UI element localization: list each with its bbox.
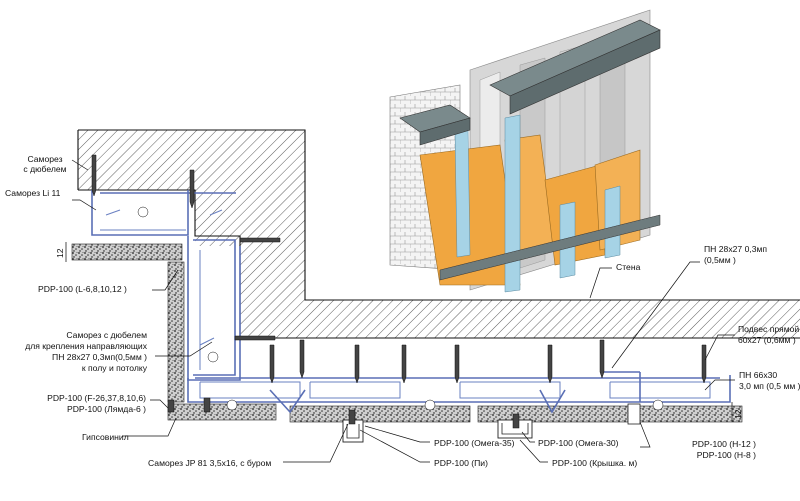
label-samorez-napr-4: к полу и потолку <box>82 363 148 373</box>
label-pdp-kryshka: PDP-100 (Крышка. м) <box>552 458 637 468</box>
label-gipsovinil: Гипсовинил <box>82 432 129 442</box>
label-pdp-h-1: PDP-100 (Н-12 ) <box>692 439 756 449</box>
label-podves-1: Подвес прямой <box>738 324 799 334</box>
labels: Саморез с дюбелем Саморез Li 11 12 PDP-1… <box>5 154 800 468</box>
label-pdp-l: PDP-100 (L-6,8,10,12 ) <box>38 284 127 294</box>
label-pdp-omega35: PDP-100 (Омега-35) <box>434 438 515 448</box>
label-pdp-h-2: PDP-100 (Н-8 ) <box>697 450 756 460</box>
dim-12-right: 12 <box>733 409 743 419</box>
isometric-view <box>389 9 661 293</box>
screws <box>91 154 707 429</box>
label-samorez-napr-1: Саморез с дюбелем <box>66 330 147 340</box>
label-pdp-pi: PDP-100 (Пи) <box>434 458 488 468</box>
label-samorez-napr-3: ПН 28х27 0,3мп(0,5мм ) <box>52 352 147 362</box>
label-pn28-2: (0,5мм ) <box>704 255 736 265</box>
label-samorez-jp: Саморез JP 81 3,5х16, с буром <box>148 458 271 468</box>
label-samorez-li: Саморез Li 11 <box>5 188 61 198</box>
label-pn28-1: ПН 28х27 0,3мп <box>704 244 767 254</box>
label-pdp-f-2: PDP-100 (Лямда-6 ) <box>67 404 146 414</box>
label-samorez-napr-2: для крепления направляющих <box>25 341 148 351</box>
label-pn66-2: 3,0 мп (0,5 мм ) <box>739 381 800 391</box>
leader-lines <box>71 159 735 463</box>
label-pdp-f-1: PDP-100 (F-26,37,8,10,6) <box>47 393 146 403</box>
label-pn66-1: ПН 66х30 <box>739 370 777 380</box>
label-samorez-dubel-2: с дюбелем <box>23 164 66 174</box>
dim-12-left: 12 <box>55 248 65 258</box>
label-samorez-dubel-1: Саморез <box>27 154 62 164</box>
wall-section <box>77 129 800 339</box>
metal-profiles <box>91 190 731 443</box>
label-pdp-omega30: PDP-100 (Омега-30) <box>538 438 619 448</box>
label-stena: Стена <box>616 262 641 272</box>
label-podves-2: 60х27 (0,6мм ) <box>738 335 796 345</box>
gipsovinil-boards <box>65 242 743 423</box>
